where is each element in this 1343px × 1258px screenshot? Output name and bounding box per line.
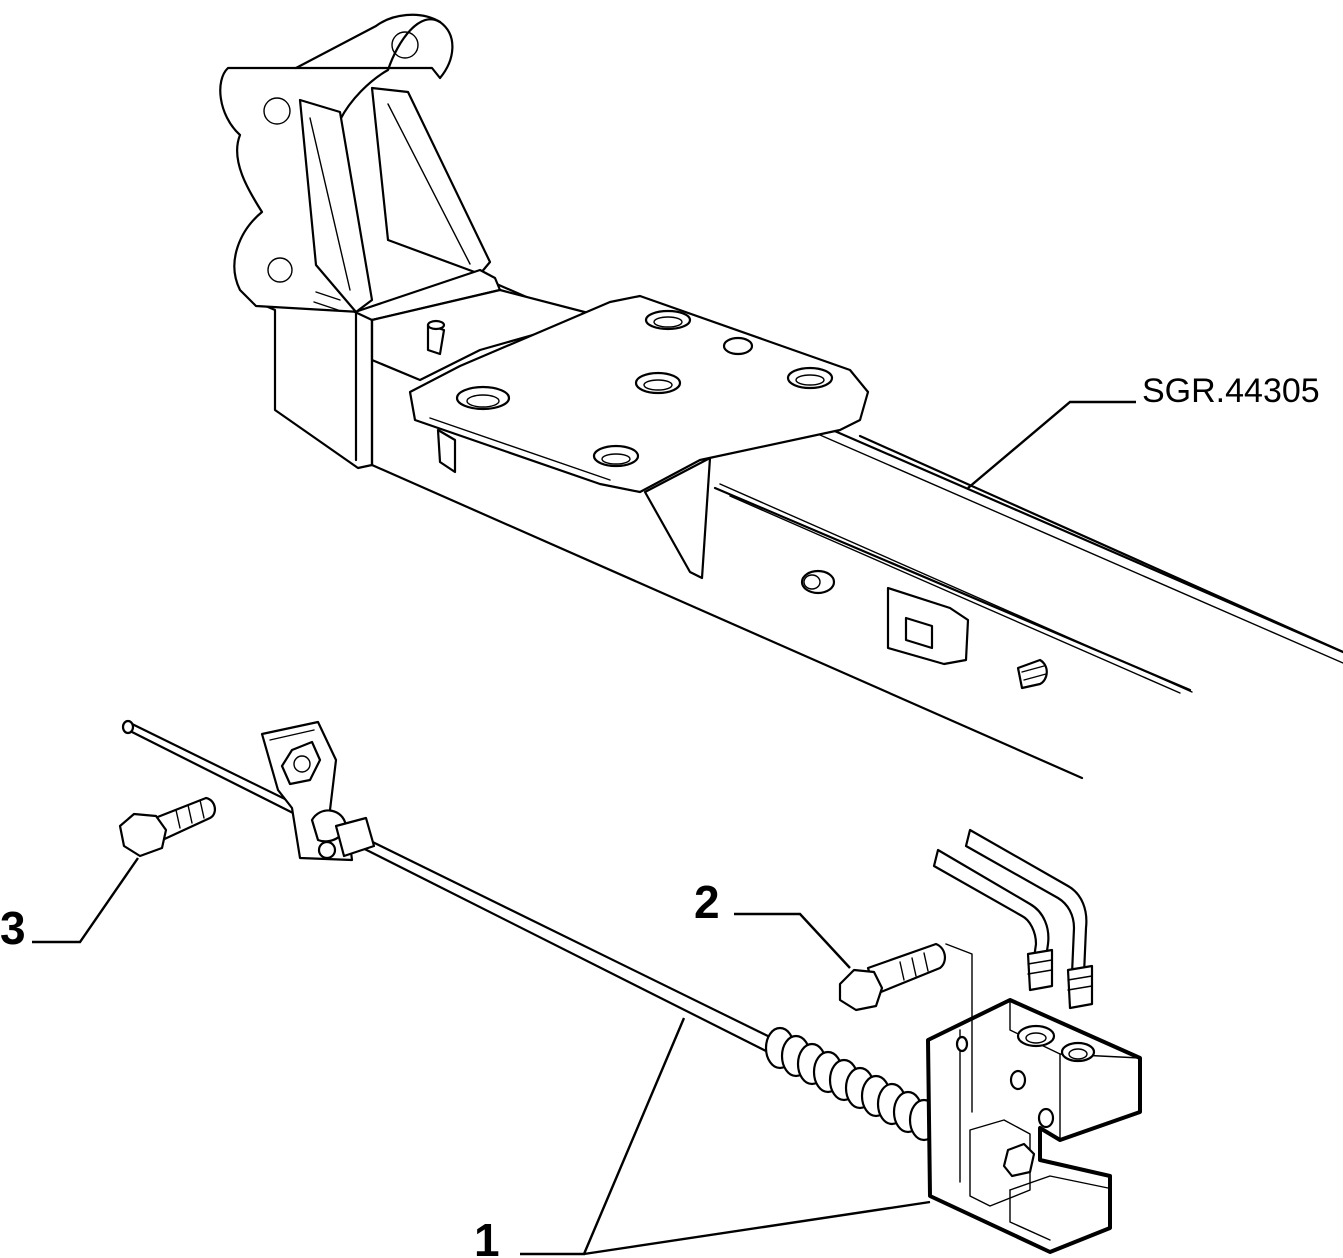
callout-2: 2 (694, 876, 851, 969)
valve-block (926, 998, 1142, 1254)
callout-3-label: 3 (0, 902, 26, 954)
callout-2-label: 2 (694, 876, 720, 928)
bolt-2 (838, 942, 946, 1012)
callout-1: 1 (474, 1017, 931, 1258)
callout-1-label: 1 (474, 1214, 500, 1258)
brake-pipes (932, 828, 1094, 1113)
cable-spring (764, 1026, 940, 1142)
cable (121, 719, 1142, 1254)
frame-crossmember (219, 13, 1343, 780)
callout-3: 3 (0, 857, 139, 954)
drawing-reference-label: SGR.44305 (1142, 372, 1320, 410)
drawing-reference: SGR.44305 (967, 372, 1320, 489)
bolt-3 (118, 796, 216, 858)
